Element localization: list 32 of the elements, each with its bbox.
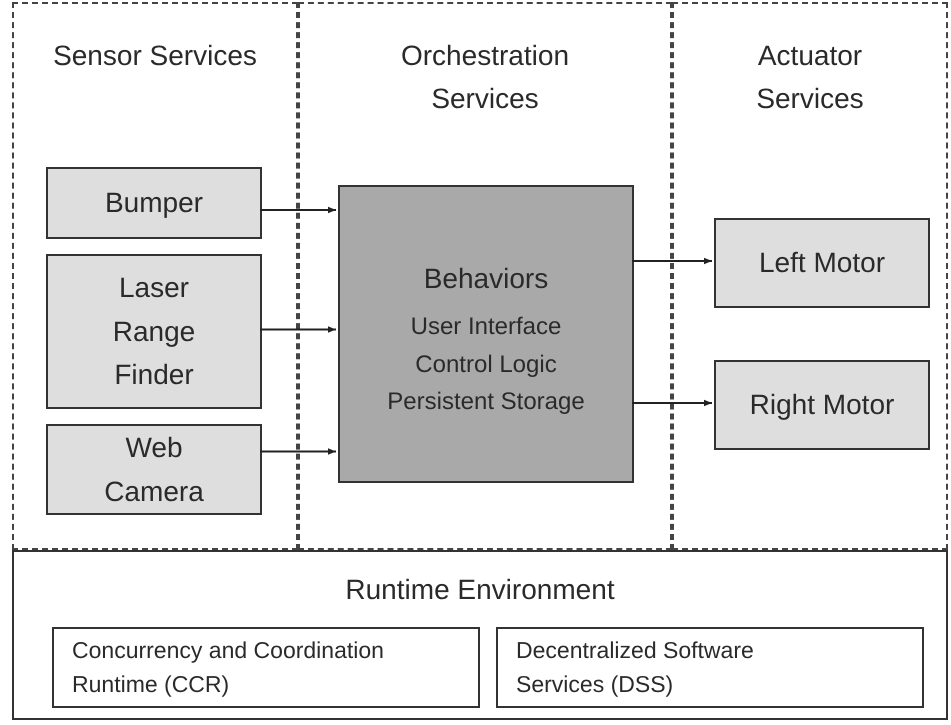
arrow (632, 400, 712, 406)
arrow (260, 206, 336, 214)
box-label: Bumper (104, 186, 204, 220)
arrow (260, 326, 336, 333)
box-label: Laser Range Finder (112, 271, 196, 392)
arrow (632, 258, 712, 264)
arrow (260, 448, 336, 455)
service-box (46, 424, 262, 515)
service-box (714, 218, 930, 308)
box-label: Left Motor (758, 246, 886, 280)
service-box (714, 360, 930, 450)
box-item: Control Logic (415, 350, 557, 380)
service-column (298, 2, 672, 550)
column-heading: Actuator Services (755, 39, 865, 116)
box-label: Decentralized Software Services (DSS) (516, 636, 755, 699)
box-item: Persistent Storage (387, 386, 585, 417)
service-box (46, 254, 262, 409)
service-column (12, 2, 298, 550)
runtime-box (52, 627, 480, 708)
panel-heading: Runtime Environment (345, 573, 615, 607)
service-box (46, 167, 262, 239)
box-heading: Behaviors (424, 262, 548, 296)
column-heading: Sensor Services (52, 39, 258, 73)
runtime-panel (12, 550, 948, 720)
box-label: Web Camera (103, 431, 205, 508)
box-label: Concurrency and Coordination Runtime (CCR) (72, 636, 385, 699)
behaviors-box (338, 185, 634, 483)
column-heading: Orchestration Services (400, 39, 570, 116)
box-item: User Interface (410, 312, 562, 342)
service-column (672, 2, 948, 550)
box-label: Right Motor (748, 388, 896, 422)
runtime-box (496, 627, 924, 708)
